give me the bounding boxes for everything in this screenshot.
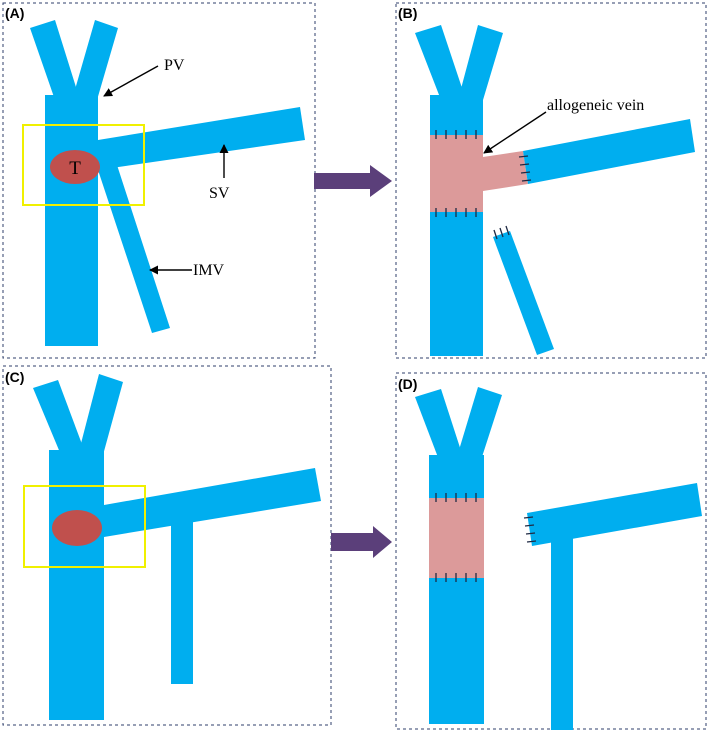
allogeneic-vein-graft (429, 498, 484, 578)
portal-vein-left-branch (415, 25, 466, 100)
portal-vein (415, 25, 503, 356)
panel-d: (D) (395, 372, 707, 730)
portal-vein-right-branch (72, 20, 118, 100)
portal-vein (30, 20, 118, 346)
panel-b-frame (395, 2, 707, 359)
graft-annotation: allogeneic vein (547, 97, 644, 114)
suture-mark (526, 540, 537, 543)
panel-d-label: (D) (398, 376, 417, 392)
panel-a: (A) T PV SV IMV (2, 2, 316, 359)
panel-a-label: (A) (5, 5, 24, 21)
imv-annotation: IMV (193, 262, 225, 279)
splenic-vein (104, 468, 321, 537)
panel-b-label: (B) (398, 5, 417, 21)
sutures (435, 493, 537, 582)
suture-mark (523, 516, 534, 519)
tumor-region-box (22, 124, 145, 206)
portal-vein-right-branch (456, 387, 502, 460)
portal-vein-left-branch (415, 389, 464, 460)
portal-vein-right-branch (458, 25, 503, 100)
portal-vein (33, 374, 123, 720)
portal-vein-lower-segment (430, 212, 483, 356)
panel-d-frame (395, 372, 707, 730)
tumor-label: T (69, 158, 81, 179)
inferior-mesenteric-vein (551, 520, 573, 730)
pv-pointer-arrow (103, 65, 159, 97)
splenic-vein (523, 119, 695, 184)
portal-vein-lower-segment (429, 578, 484, 724)
portal-vein-upper-segment (430, 95, 483, 135)
allogeneic-vein-graft (430, 135, 528, 212)
sutures (435, 130, 532, 240)
suture-mark (525, 532, 536, 535)
portal-vein-left-branch (30, 20, 80, 100)
inferior-mesenteric-vein (493, 231, 554, 355)
suture-mark (524, 524, 535, 527)
panel-b: (B) (395, 2, 707, 359)
pv-annotation: PV (164, 57, 185, 74)
portal-vein (415, 387, 502, 724)
flow-arrow-a-to-b (314, 165, 392, 197)
panel-c: (C) (2, 365, 332, 726)
portal-vein-trunk (45, 95, 98, 346)
portal-vein-upper-segment (429, 455, 484, 498)
tumor-region-box (23, 485, 146, 568)
portal-vein-left-branch (33, 380, 86, 455)
suture-mark (493, 229, 498, 240)
suture-mark (499, 227, 504, 238)
suture-mark (520, 171, 531, 174)
panel-c-frame (2, 365, 332, 726)
panel-c-label: (C) (5, 369, 24, 385)
sv-annotation: SV (209, 185, 230, 202)
panel-a-frame (2, 2, 316, 359)
suture-mark (521, 179, 532, 182)
splenic-vein (98, 107, 305, 170)
tumor (52, 510, 102, 546)
suture-mark (505, 225, 510, 236)
portal-vein-right-branch (78, 374, 123, 455)
graft-pointer-arrow (483, 111, 547, 154)
portal-vein-trunk (49, 450, 104, 720)
tumor (50, 150, 100, 184)
inferior-mesenteric-vein (171, 512, 193, 684)
suture-mark (519, 163, 530, 166)
inferior-mesenteric-vein (98, 165, 170, 333)
flow-arrow-c-to-d (331, 526, 392, 558)
suture-mark (518, 155, 529, 158)
